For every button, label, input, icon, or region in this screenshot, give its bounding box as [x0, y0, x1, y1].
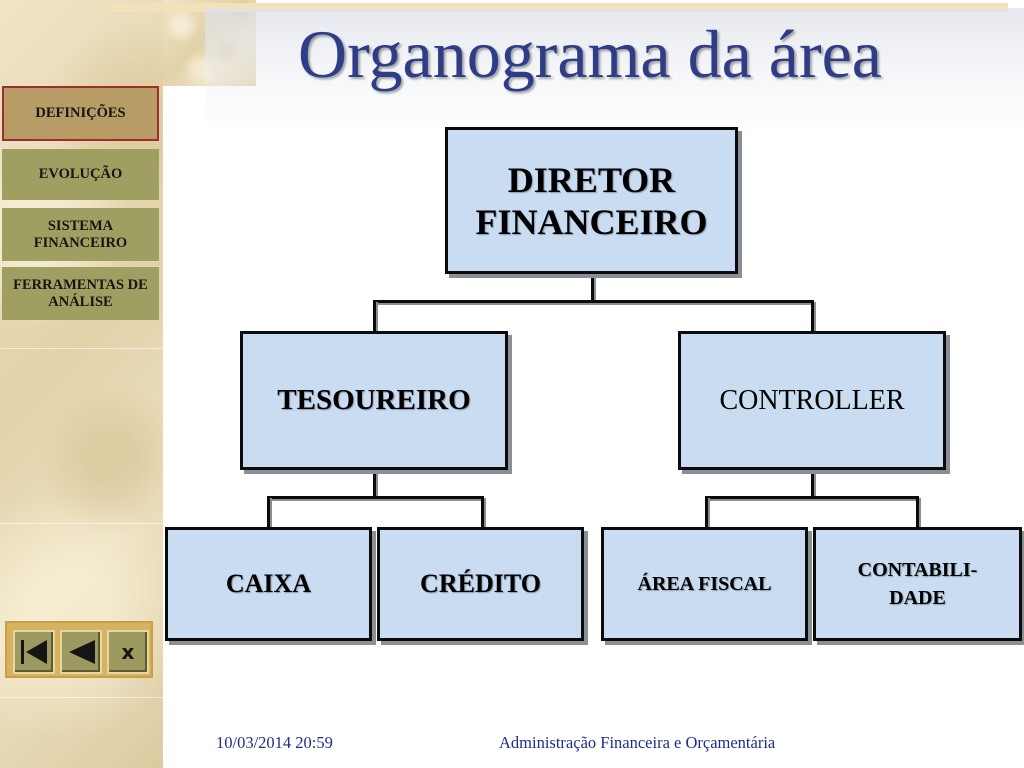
previous-slide-icon: [69, 640, 95, 664]
close-button[interactable]: x: [107, 630, 149, 674]
nav-button-sistema-financeiro[interactable]: SISTEMA FINANCEIRO: [2, 208, 159, 261]
org-box-label: ÁREA FISCAL: [637, 572, 772, 595]
sidebar-divider: [0, 348, 163, 349]
connector-line: [267, 496, 484, 499]
org-box-label: TESOUREIRO: [277, 384, 471, 416]
org-box-label: CONTROLLER: [719, 384, 905, 416]
nav-button-label: EVOLUÇÃO: [38, 166, 123, 182]
slide-controls: x: [5, 621, 153, 678]
first-slide-icon: [21, 640, 47, 664]
nav-button-ferramentas-de-analise[interactable]: FERRAMENTAS DE ANÁLISE: [2, 267, 159, 320]
connector-line: [373, 300, 814, 303]
connector-line: [811, 300, 814, 333]
title-glow: [205, 8, 1024, 136]
org-box-credit: CRÉDITO: [377, 527, 584, 641]
footer-course: Administração Financeira e Orçamentária: [499, 733, 776, 752]
nav-button-label: SISTEMA FINANCEIRO: [33, 217, 128, 251]
org-box-label: CRÉDITO: [420, 569, 541, 598]
connector-line: [705, 496, 919, 499]
nav-button-label: FERRAMENTAS DE ANÁLISE: [13, 276, 148, 310]
nav-button-evolucao[interactable]: EVOLUÇÃO: [2, 149, 159, 200]
nav-button-definicoes[interactable]: DEFINIÇÕES: [2, 86, 159, 141]
connector-line: [373, 300, 376, 333]
org-box-accounting: CONTABILI-DADE: [813, 527, 1022, 641]
connector-line: [705, 496, 708, 529]
previous-slide-button[interactable]: [60, 630, 102, 674]
connector-line: [591, 272, 594, 302]
close-icon: x: [121, 640, 135, 664]
org-box-tax-area: ÁREA FISCAL: [601, 527, 808, 641]
page-title: Organograma da área: [298, 16, 882, 92]
connector-line: [481, 496, 484, 529]
org-box-controller: CONTROLLER: [678, 331, 946, 470]
connector-line: [811, 468, 814, 498]
org-box-label: DIRETOR FINANCEIRO: [475, 159, 708, 242]
org-box-cash: CAIXA: [165, 527, 372, 641]
first-slide-button[interactable]: [13, 630, 55, 674]
footer-datetime: 10/03/2014 20:59: [216, 733, 333, 752]
connector-line: [373, 468, 376, 498]
sidebar-divider: [0, 523, 163, 524]
sidebar-divider: [0, 697, 163, 698]
org-box-treasurer: TESOUREIRO: [240, 331, 508, 470]
org-box-director: DIRETOR FINANCEIRO: [445, 127, 738, 274]
connector-line: [916, 496, 919, 529]
nav-button-label: DEFINIÇÕES: [35, 105, 126, 121]
connector-line: [267, 496, 270, 529]
org-box-label: CONTABILI-DADE: [857, 559, 978, 609]
title-accent-bar: [110, 3, 1008, 12]
org-box-label: CAIXA: [225, 569, 312, 598]
